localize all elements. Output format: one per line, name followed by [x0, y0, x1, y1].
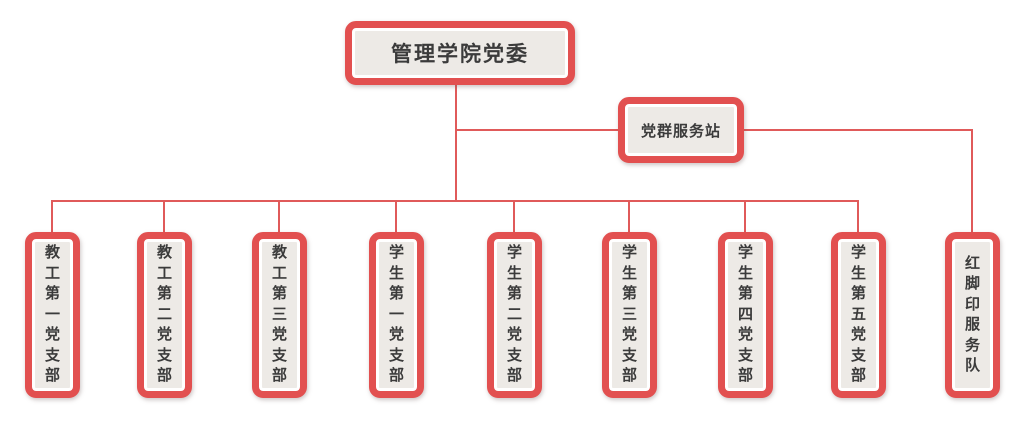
node-branch-student-4: 学生第四党支部: [718, 232, 773, 398]
node-label: 教工第三党支部: [271, 245, 287, 385]
node-label: 学生第五党支部: [850, 245, 866, 385]
node-label: 学生第一党支部: [388, 245, 404, 385]
connector-drop-7: [744, 200, 746, 233]
node-label: 学生第二党支部: [506, 245, 522, 385]
node-label: 教工第一党支部: [44, 245, 60, 385]
node-service-station: 党群服务站: [618, 97, 744, 163]
node-branch-student-3: 学生第三党支部: [602, 232, 657, 398]
node-branch-faculty-1: 教工第一党支部: [25, 232, 80, 398]
connector-drop-3: [278, 200, 280, 233]
node-label: 学生第三党支部: [621, 245, 637, 385]
node-label: 学生第四党支部: [737, 245, 753, 385]
connector-drop-2: [163, 200, 165, 233]
node-service-team: 红脚印服务队: [945, 232, 1000, 398]
connector-rail-horizontal: [51, 200, 859, 202]
node-party-committee: 管理学院党委: [345, 21, 575, 85]
node-branch-student-5: 学生第五党支部: [831, 232, 886, 398]
node-branch-student-1: 学生第一党支部: [369, 232, 424, 398]
node-branch-student-2: 学生第二党支部: [487, 232, 542, 398]
connector-drop-1: [51, 200, 53, 233]
connector-drop-6: [628, 200, 630, 233]
connector-drop-8: [857, 200, 859, 233]
connector-drop-4: [395, 200, 397, 233]
node-label: 管理学院党委: [391, 42, 529, 66]
node-branch-faculty-3: 教工第三党支部: [252, 232, 307, 398]
connector-root-vertical: [455, 85, 457, 202]
connector-drop-5: [513, 200, 515, 233]
node-label: 红脚印服务队: [964, 255, 980, 375]
connector-service-team-vertical: [971, 129, 973, 233]
node-label: 党群服务站: [640, 123, 721, 140]
node-label: 教工第二党支部: [156, 245, 172, 385]
node-branch-faculty-2: 教工第二党支部: [137, 232, 192, 398]
